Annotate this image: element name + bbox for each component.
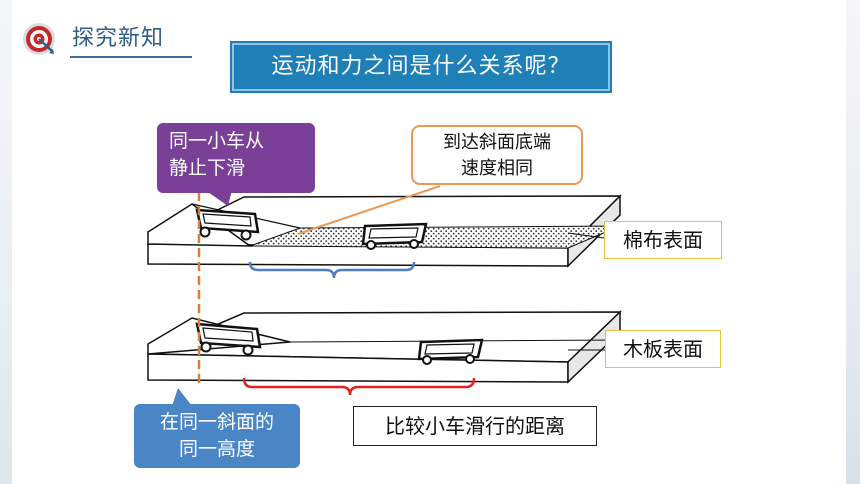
cart-stop-cotton <box>361 222 428 250</box>
callout-same-height: 在同一斜面的 同一高度 <box>134 404 300 468</box>
callout-same-speed-line1: 到达斜面底端 <box>443 132 551 153</box>
leader-cotton <box>567 232 605 239</box>
section-title: 探究新知 <box>72 26 165 51</box>
wood-setup <box>147 310 622 396</box>
leader-speed <box>297 185 441 235</box>
callout-same-cart-line1: 同一小车从 <box>169 130 265 152</box>
callout-same-height-line1: 在同一斜面的 <box>159 411 274 433</box>
callout-cart-pointer <box>205 190 232 206</box>
label-wood-surface: 木板表面 <box>605 330 721 368</box>
callout-same-height-line2: 同一高度 <box>178 438 255 460</box>
section-title-underline <box>70 56 192 58</box>
target-icon <box>23 23 55 55</box>
brace-wood <box>242 377 476 396</box>
callout-same-cart-line2: 静止下滑 <box>169 157 246 179</box>
topic-question-banner: 运动和力之间是什么关系呢？ <box>232 43 610 91</box>
cotton-setup <box>147 185 622 279</box>
callout-same-cart: 同一小车从 静止下滑 <box>157 123 315 193</box>
callout-same-speed-line2: 速度相同 <box>461 158 533 179</box>
brace-cotton <box>248 261 416 279</box>
cart-stop-wood <box>417 338 484 365</box>
left-decor-strip <box>0 0 12 484</box>
label-compare-distance: 比较小车滑行的距离 <box>353 406 597 446</box>
callout-same-speed: 到达斜面底端 速度相同 <box>411 125 583 185</box>
label-cotton-surface: 棉布表面 <box>604 221 722 259</box>
cotton-cloth <box>249 225 621 249</box>
cart-start-top <box>195 208 260 241</box>
right-decor-strip <box>846 0 860 484</box>
callout-height-pointer <box>172 388 192 406</box>
cart-start-bottom <box>195 322 262 356</box>
